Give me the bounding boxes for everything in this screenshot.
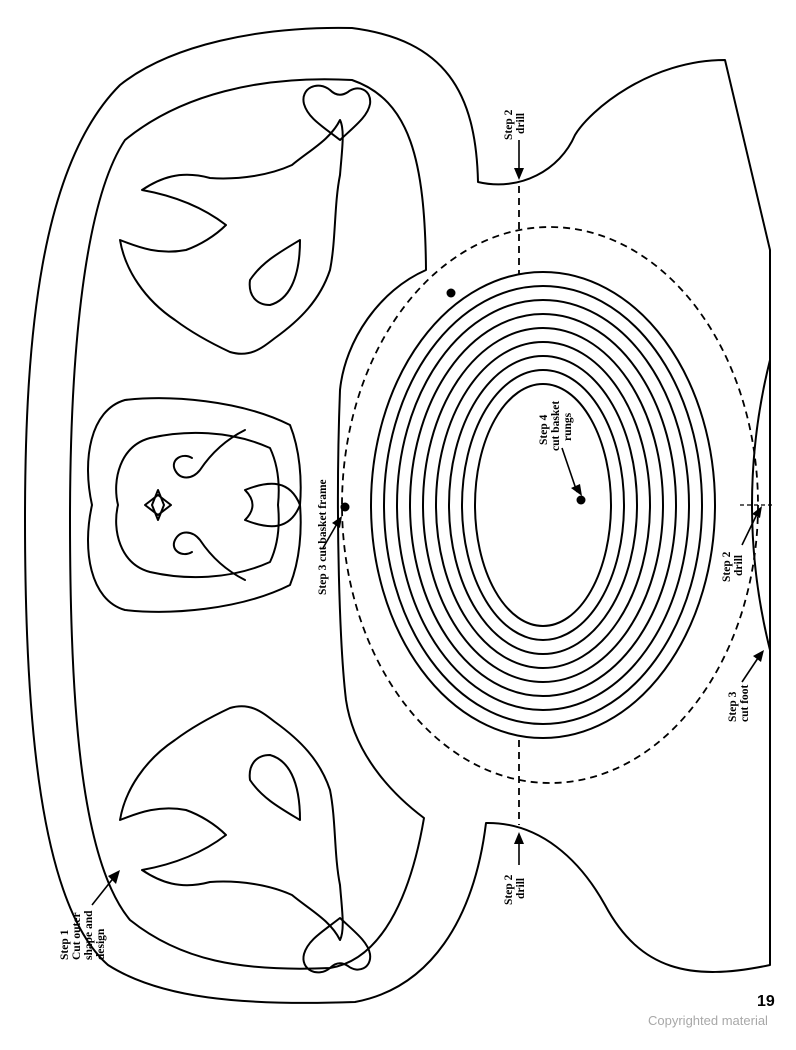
label-step1: Step 1 Cut outer shape and design [59, 910, 107, 960]
label-step2-top-line2: drill [515, 113, 527, 134]
inner-opening [69, 78, 427, 970]
center-bow [244, 482, 301, 528]
drill-point-frame [340, 502, 350, 512]
center-heart-outer [87, 397, 302, 613]
label-step2-right-line1: Step 2 [721, 551, 733, 582]
label-step1-line3: shape and [83, 910, 95, 960]
label-step2-right: Step 2 drill [721, 551, 745, 582]
label-step2-right-line2: drill [733, 555, 745, 576]
copyright-watermark: Copyrighted material [648, 1013, 768, 1028]
center-heart-inner [115, 431, 280, 579]
scroll-bottom [172, 531, 246, 581]
bottom-heart [302, 917, 372, 974]
basket-frame-dashed [341, 226, 759, 784]
label-step2-top: Step 2 drill [503, 109, 527, 140]
label-step2-bottom-line2: drill [515, 878, 527, 899]
bottom-bird-wing [248, 754, 301, 821]
label-step1-line1: Step 1 [59, 929, 71, 960]
label-step3-foot-line2: cut foot [739, 684, 751, 722]
outer-outline [24, 26, 771, 1004]
basket-rungs [370, 271, 716, 739]
top-bird-wing [248, 239, 301, 306]
top-bird [119, 119, 344, 355]
label-step4: Step 4 cut basket rungs [538, 401, 574, 451]
drill-point-rung-start [446, 288, 456, 298]
label-step4-line2: cut basket [550, 401, 562, 451]
label-step3-foot: Step 3 cut foot [727, 684, 751, 722]
top-heart [302, 84, 372, 141]
center-diamond [144, 489, 172, 521]
label-step1-line2: Cut outer [71, 912, 83, 960]
scroll-top [172, 429, 246, 479]
label-step3-foot-line1: Step 3 [727, 691, 739, 722]
label-step3-frame: Step 3 cut basket frame [317, 479, 329, 595]
foot-outline [751, 359, 771, 651]
bottom-bird [119, 705, 344, 941]
label-step3-frame-text: Step 3 cut basket frame [317, 479, 329, 595]
label-step1-line4: design [95, 928, 107, 960]
label-step2-bottom: Step 2 drill [503, 874, 527, 905]
label-step4-line1: Step 4 [538, 414, 550, 445]
label-step4-line3: rungs [562, 412, 574, 441]
drill-point-rung-center [576, 495, 586, 505]
label-step2-bottom-line1: Step 2 [503, 874, 515, 905]
page-number: 19 [757, 993, 775, 1010]
label-step2-top-line1: Step 2 [503, 109, 515, 140]
